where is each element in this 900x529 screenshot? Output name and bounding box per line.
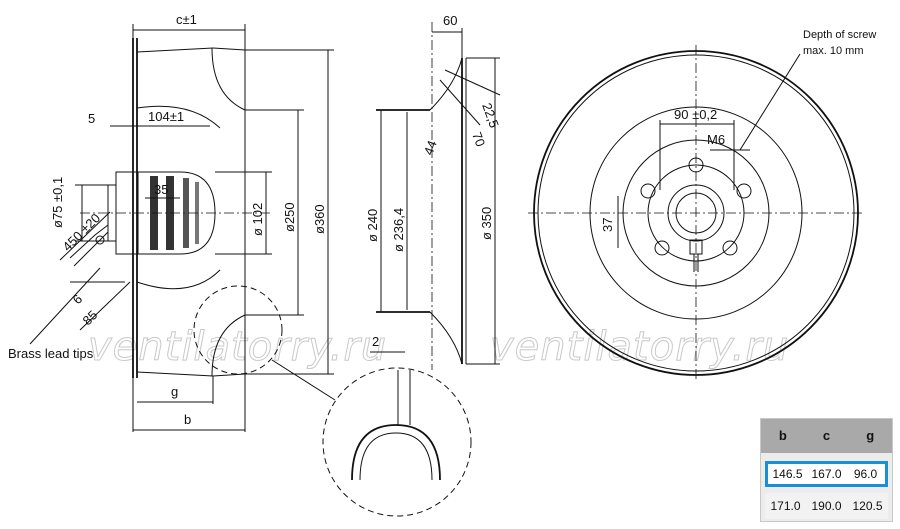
dim-90-label: 90 ±0,2 [674, 107, 717, 122]
dim-35-label: 35 [154, 182, 168, 197]
column-header-g: g [866, 428, 875, 443]
dim-c-label: c±1 [176, 12, 197, 27]
dim-m6-label: M6 [707, 132, 725, 147]
dim-75-label: ø75 ±0,1 [50, 177, 65, 228]
dim-2364-label: ø 236,4 [391, 208, 406, 252]
dim-37-label: 37 [600, 218, 615, 232]
dim-5-label: 5 [88, 111, 95, 126]
dim-225-label: 22,5 [479, 101, 502, 130]
screw-depth-note-line1: Depth of screw [803, 29, 876, 41]
dim-360-label: ø360 [312, 204, 327, 234]
front-view: 90 ±0,2 M6 37 Depth of screw max. 10 mm [528, 29, 876, 381]
dim-2-label: 2 [372, 334, 379, 349]
dim-250-label: ø250 [282, 202, 297, 232]
table-header: b c g [761, 419, 892, 453]
cell-g: 96.0 [853, 467, 878, 481]
table-row[interactable]: 171.0 190.0 120.5 [765, 493, 888, 519]
dim-44-label: 44 [421, 138, 440, 157]
dim-350-label: ø 350 [479, 207, 494, 240]
side-view: c±1 5 104±1 ø75 ±0,1 35 450 ±20 6 85 Bra… [8, 12, 336, 432]
variant-dimension-table: b c g 146.5 167.0 96.0 171.0 190.0 120.5 [760, 418, 893, 522]
table-row-selected[interactable]: 146.5 167.0 96.0 [765, 461, 888, 487]
brass-lead-tips-note: Brass lead tips [8, 346, 94, 361]
watermark-right: ventilatorry.ru [490, 324, 789, 370]
dim-60-label: 60 [443, 13, 457, 28]
dim-b-label: b [184, 412, 191, 427]
dim-104-label: 104±1 [148, 109, 184, 124]
profile-view: 60 22,5 44 70 ø 240 ø 236,4 ø 350 2 [365, 13, 502, 370]
column-header-c: c [822, 428, 831, 443]
cell-b: 171.0 [770, 499, 801, 513]
dim-70-label: 70 [469, 130, 488, 149]
column-header-b: b [778, 428, 787, 443]
cell-b: 146.5 [772, 467, 803, 481]
dim-102-label: ø 102 [250, 203, 265, 236]
detail-enlargement [322, 367, 472, 517]
dim-g-label: g [171, 384, 178, 399]
cell-c: 190.0 [811, 499, 842, 513]
screw-depth-note-line2: max. 10 mm [803, 45, 864, 57]
cell-g: 120.5 [852, 499, 883, 513]
cell-c: 167.0 [811, 467, 842, 481]
dim-240-label: ø 240 [365, 209, 380, 242]
